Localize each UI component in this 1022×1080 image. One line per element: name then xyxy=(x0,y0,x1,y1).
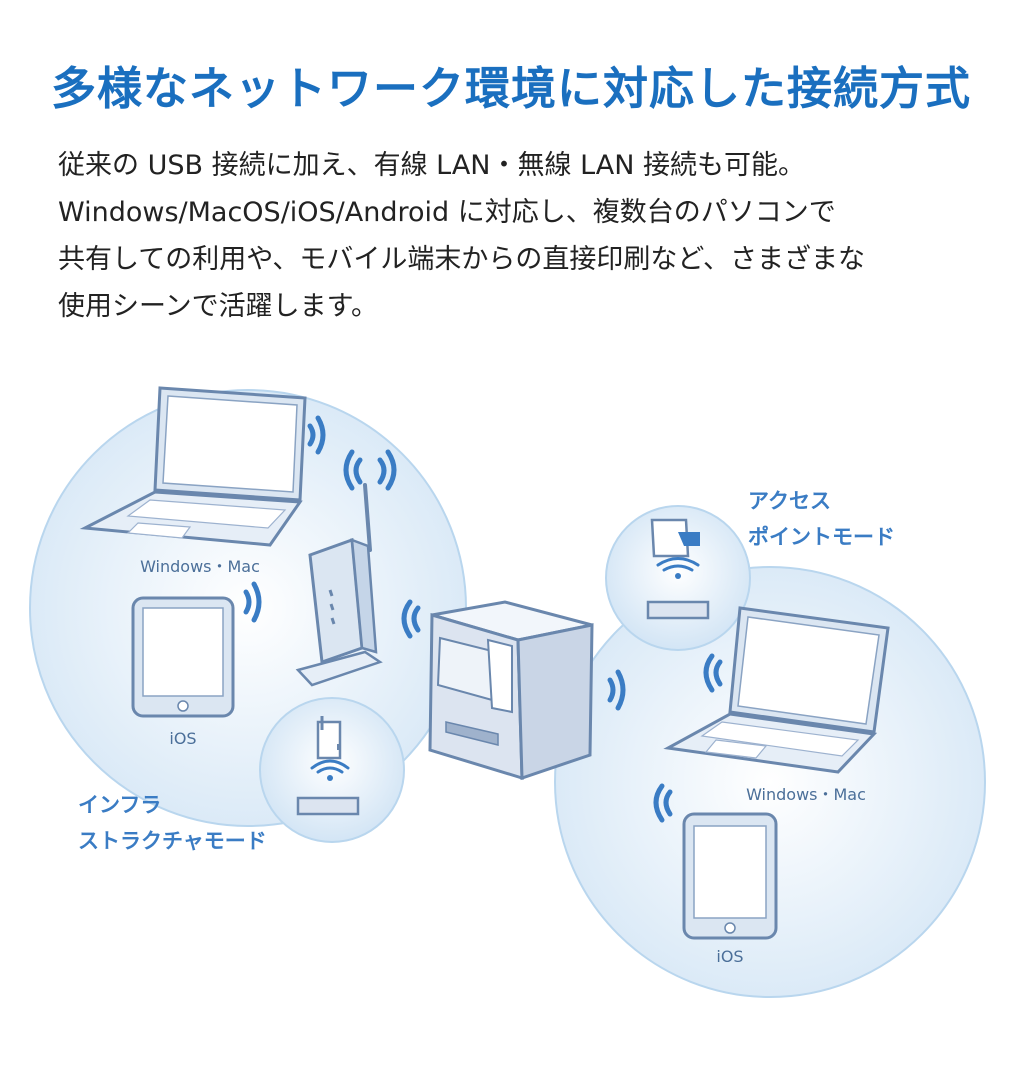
left-tablet-label: iOS xyxy=(169,729,196,748)
left-laptop-label: Windows・Mac xyxy=(140,557,260,576)
infra-mode-label-line1: インフラ xyxy=(78,793,161,817)
infra-mode-label-line2: ストラクチャモード xyxy=(78,829,267,853)
wifi-waves-left-tablet xyxy=(243,581,262,623)
tablet-icon-right xyxy=(682,812,778,940)
intro-line-1: 従来の USB 接続に加え、有線 LAN・無線 LAN 接続も可能。 xyxy=(58,150,805,181)
laptop-icon-right xyxy=(663,606,890,774)
wifi-waves-router xyxy=(343,449,397,491)
page-title: 多様なネットワーク環境に対応した接続方式 xyxy=(50,62,971,115)
laptop-icon-left xyxy=(79,386,307,547)
router-icon xyxy=(295,483,383,687)
intro-line-4: 使用シーンで活躍します。 xyxy=(58,291,378,322)
ap-printer-icon xyxy=(646,518,710,620)
infra-access-point-icon xyxy=(296,716,360,816)
label-printer-icon xyxy=(428,600,594,781)
wifi-waves-right-tablet xyxy=(653,783,673,823)
wifi-waves-printer-right xyxy=(607,669,626,711)
intro-line-3: 共有しての利用や、モバイル端末からの直接印刷など、さまざまな xyxy=(58,244,866,275)
infra-mode-circle xyxy=(259,697,405,843)
intro-text: 従来の USB 接続に加え、有線 LAN・無線 LAN 接続も可能。 Windo… xyxy=(58,142,978,330)
ap-mode-label-line2: ポイントモード xyxy=(748,525,895,549)
network-diagram: Windows・Mac iOS xyxy=(29,386,986,998)
tablet-icon-left xyxy=(131,596,235,718)
intro-line-2: Windows/MacOS/iOS/Android に対応し、複数台のパソコンで xyxy=(58,197,836,228)
right-tablet-label: iOS xyxy=(716,947,743,966)
ap-mode-label-line1: アクセス xyxy=(748,489,831,513)
wifi-waves-printer-left xyxy=(401,599,421,639)
wifi-waves-right-laptop xyxy=(703,653,723,693)
right-laptop-label: Windows・Mac xyxy=(746,785,866,804)
wifi-waves-left-laptop xyxy=(307,415,326,455)
